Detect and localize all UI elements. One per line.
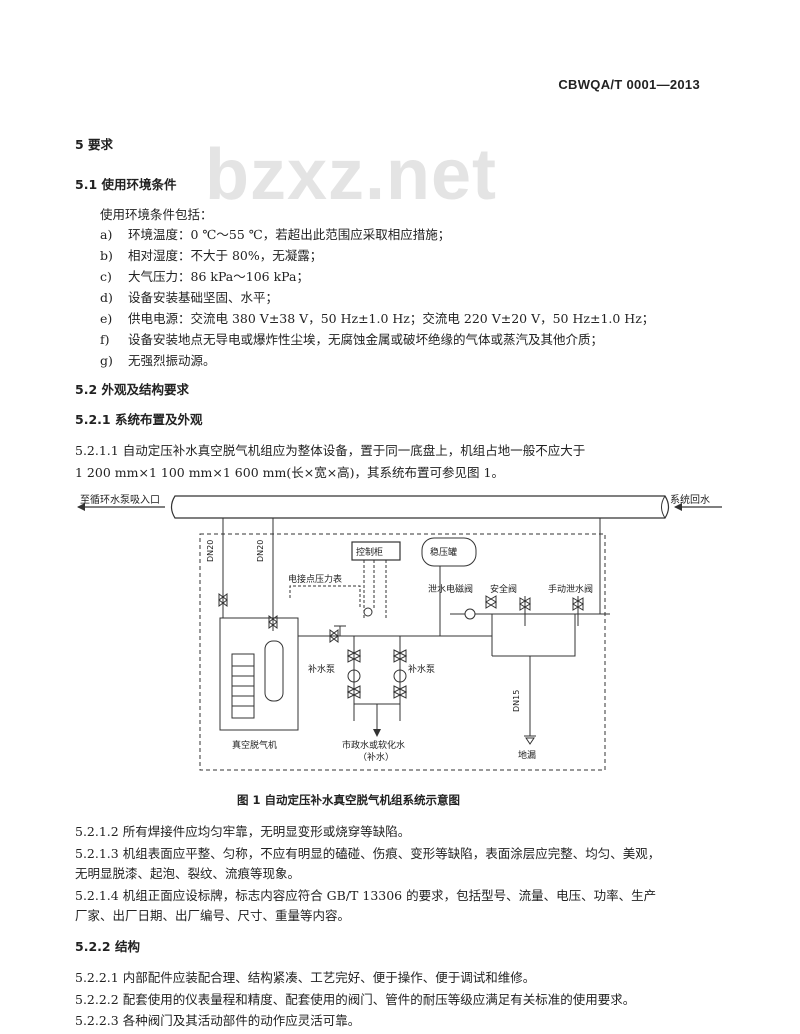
section-5-2-2-heading: 5.2.2 结构 bbox=[75, 939, 140, 954]
label-left-outlet: 至循环水泵吸入口 bbox=[80, 495, 160, 506]
section-5-1-heading: 5.1 使用环境条件 bbox=[75, 177, 177, 192]
label-control-cabinet: 控制柜 bbox=[356, 548, 384, 558]
para-5-2-2-1: 5.2.2.1 内部配件应装配合理、结构紧凑、工艺完好、便于操作、便于调试和维修… bbox=[75, 970, 536, 985]
list-item: e)供电电源：交流电 380 V±38 V，50 Hz±1.0 Hz；交流电 2… bbox=[100, 311, 655, 326]
label-safety-valve: 安全阀 bbox=[490, 585, 518, 595]
list-item: d)设备安装基础坚固、水平； bbox=[100, 290, 279, 305]
label-makeup-water: 市政水或软化水 bbox=[342, 741, 406, 751]
label-drain-solenoid: 泄水电磁阀 bbox=[428, 585, 474, 595]
figure-1-diagram bbox=[77, 495, 722, 771]
para-5-2-1-3-line1: 5.2.1.3 机组表面应平整、匀称，不应有明显的磕碰、伤痕、变形等缺陷，表面涂… bbox=[75, 846, 661, 861]
para-5-2-1-1-line1: 5.2.1.1 自动定压补水真空脱气机组应为整体设备，置于同一底盘上，机组占地一… bbox=[75, 443, 586, 458]
section-5-heading: 5 要求 bbox=[75, 137, 114, 152]
surge-tank-box bbox=[421, 537, 477, 567]
para-5-2-1-1-line2: 1 200 mm×1 100 mm×1 600 mm(长×宽×高)，其系统布置可… bbox=[75, 465, 504, 480]
list-item: g)无强烈振动源。 bbox=[100, 353, 216, 368]
list-item: c)大气压力：86 kPa～106 kPa； bbox=[100, 269, 309, 284]
document-code: CBWQA/T 0001—2013 bbox=[558, 77, 700, 92]
para-5-2-1-4-line1: 5.2.1.4 机组正面应设标牌，标志内容应符合 GB/T 13306 的要求，… bbox=[75, 888, 657, 903]
watermark: bzxz.net bbox=[205, 135, 498, 215]
para-5-2-2-3: 5.2.2.3 各种阀门及其活动部件的动作应灵活可靠。 bbox=[75, 1013, 361, 1028]
label-dn15: DN15 bbox=[512, 689, 521, 712]
control-cabinet-box bbox=[351, 541, 401, 561]
label-dn20-a: DN20 bbox=[206, 539, 215, 562]
label-surge-tank: 稳压罐 bbox=[430, 548, 458, 558]
label-makeup-note: （补水） bbox=[358, 753, 395, 763]
figure-1-caption: 图 1 自动定压补水真空脱气机组系统示意图 bbox=[237, 793, 461, 807]
unit-boundary bbox=[199, 533, 606, 771]
para-5-2-1-3-line2: 无明显脱漆、起泡、裂纹、流痕等现象。 bbox=[75, 866, 301, 881]
pump-left bbox=[347, 669, 361, 683]
label-dn20-b: DN20 bbox=[256, 539, 265, 562]
para-5-2-1-4-line2: 厂家、出厂日期、出厂编号、尺寸、重量等内容。 bbox=[75, 908, 351, 923]
main-pipe bbox=[170, 495, 670, 519]
label-contact-gauge: 电接点压力表 bbox=[288, 575, 343, 585]
env-conditions-list: a)环境温度：0 ℃～55 ℃，若超出此范围应采取相应措施； b)相对湿度：不大… bbox=[100, 227, 654, 374]
pump-right bbox=[393, 669, 407, 683]
label-degasser: 真空脱气机 bbox=[232, 741, 278, 751]
para-5-2-2-2: 5.2.2.2 配套使用的仪表量程和精度、配套使用的阀门、管件的耐压等级应满足有… bbox=[75, 992, 636, 1007]
list-item: b)相对湿度：不大于 80%，无凝露； bbox=[100, 248, 323, 263]
section-5-2-heading: 5.2 外观及结构要求 bbox=[75, 382, 189, 397]
label-system-return: 系统回水 bbox=[670, 495, 710, 506]
label-floor-drain: 地漏 bbox=[518, 751, 537, 761]
para-5-2-1-2: 5.2.1.2 所有焊接件应均匀牢靠，无明显变形或烧穿等缺陷。 bbox=[75, 824, 411, 839]
label-manual-drain: 手动泄水阀 bbox=[548, 585, 594, 595]
label-pump-left: 补水泵 bbox=[308, 665, 336, 675]
figure-1-labels: 至循环水泵吸入口 系统回水 控制柜 稳压罐 电接点压力表 泄水电磁阀 安全阀 手… bbox=[60, 486, 740, 776]
section-5-2-1-heading: 5.2.1 系统布置及外观 bbox=[75, 412, 203, 427]
degasser-box bbox=[219, 617, 299, 731]
label-pump-right: 补水泵 bbox=[408, 665, 436, 675]
list-item: f)设备安装地点无导电或爆炸性尘埃，无腐蚀金属或破坏绝缘的气体或蒸汽及其他介质； bbox=[100, 332, 604, 347]
env-intro: 使用环境条件包括： bbox=[100, 207, 213, 222]
list-item: a)环境温度：0 ℃～55 ℃，若超出此范围应采取相应措施； bbox=[100, 227, 451, 242]
